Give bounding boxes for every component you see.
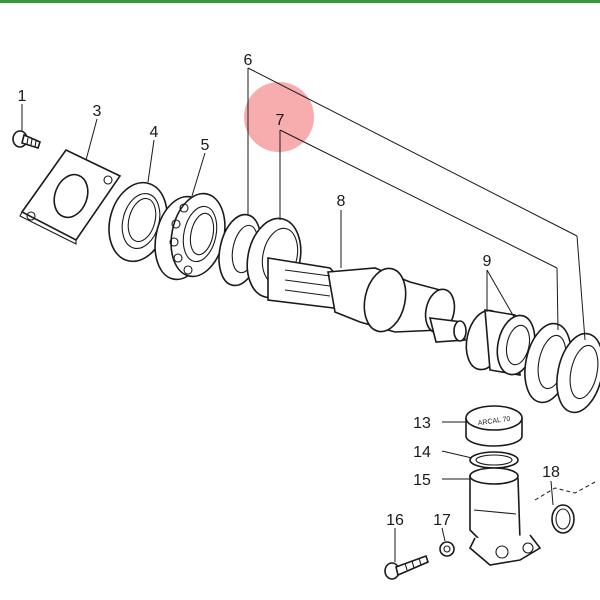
callout-17[interactable]: 17	[433, 512, 451, 529]
part-4-seal[interactable]	[101, 176, 176, 268]
dashed-connection	[534, 481, 596, 501]
callout-16[interactable]: 16	[386, 512, 404, 529]
callout-4[interactable]: 4	[150, 124, 159, 141]
callout-8[interactable]: 8	[337, 193, 346, 210]
callout-14[interactable]: 14	[413, 444, 431, 461]
callout-15[interactable]: 15	[413, 472, 431, 489]
callout-9[interactable]: 9	[483, 253, 492, 270]
part-15-reservoir[interactable]	[469, 467, 542, 566]
callout-3[interactable]: 3	[93, 103, 102, 120]
part-17-washer[interactable]	[439, 541, 455, 557]
part-16-bolt[interactable]	[384, 554, 429, 580]
callout-5[interactable]: 5	[201, 137, 210, 154]
top-border	[0, 0, 600, 3]
part-14-oring[interactable]	[469, 451, 519, 469]
part-8-shaft[interactable]	[267, 257, 467, 343]
part-3-flange[interactable]	[19, 148, 122, 245]
callout-6[interactable]: 6	[244, 52, 253, 69]
callout-13[interactable]: 13	[413, 415, 431, 432]
part-1-bolt[interactable]	[12, 130, 41, 149]
cap-label: ARCAL 70	[477, 416, 511, 428]
leader-lines	[21, 67, 586, 562]
callout-labels: 1 3 4 5 6 7 8 9 13 14 15 16 17 18	[18, 52, 560, 529]
part-13-cap[interactable]: ARCAL 70	[465, 405, 523, 447]
callout-7[interactable]: 7	[276, 112, 285, 129]
right-rings[interactable]	[518, 319, 600, 416]
callout-18[interactable]: 18	[542, 464, 560, 481]
callout-1[interactable]: 1	[18, 88, 27, 105]
callout-highlight[interactable]	[244, 82, 314, 152]
part-18-seal-ring[interactable]	[551, 504, 575, 534]
